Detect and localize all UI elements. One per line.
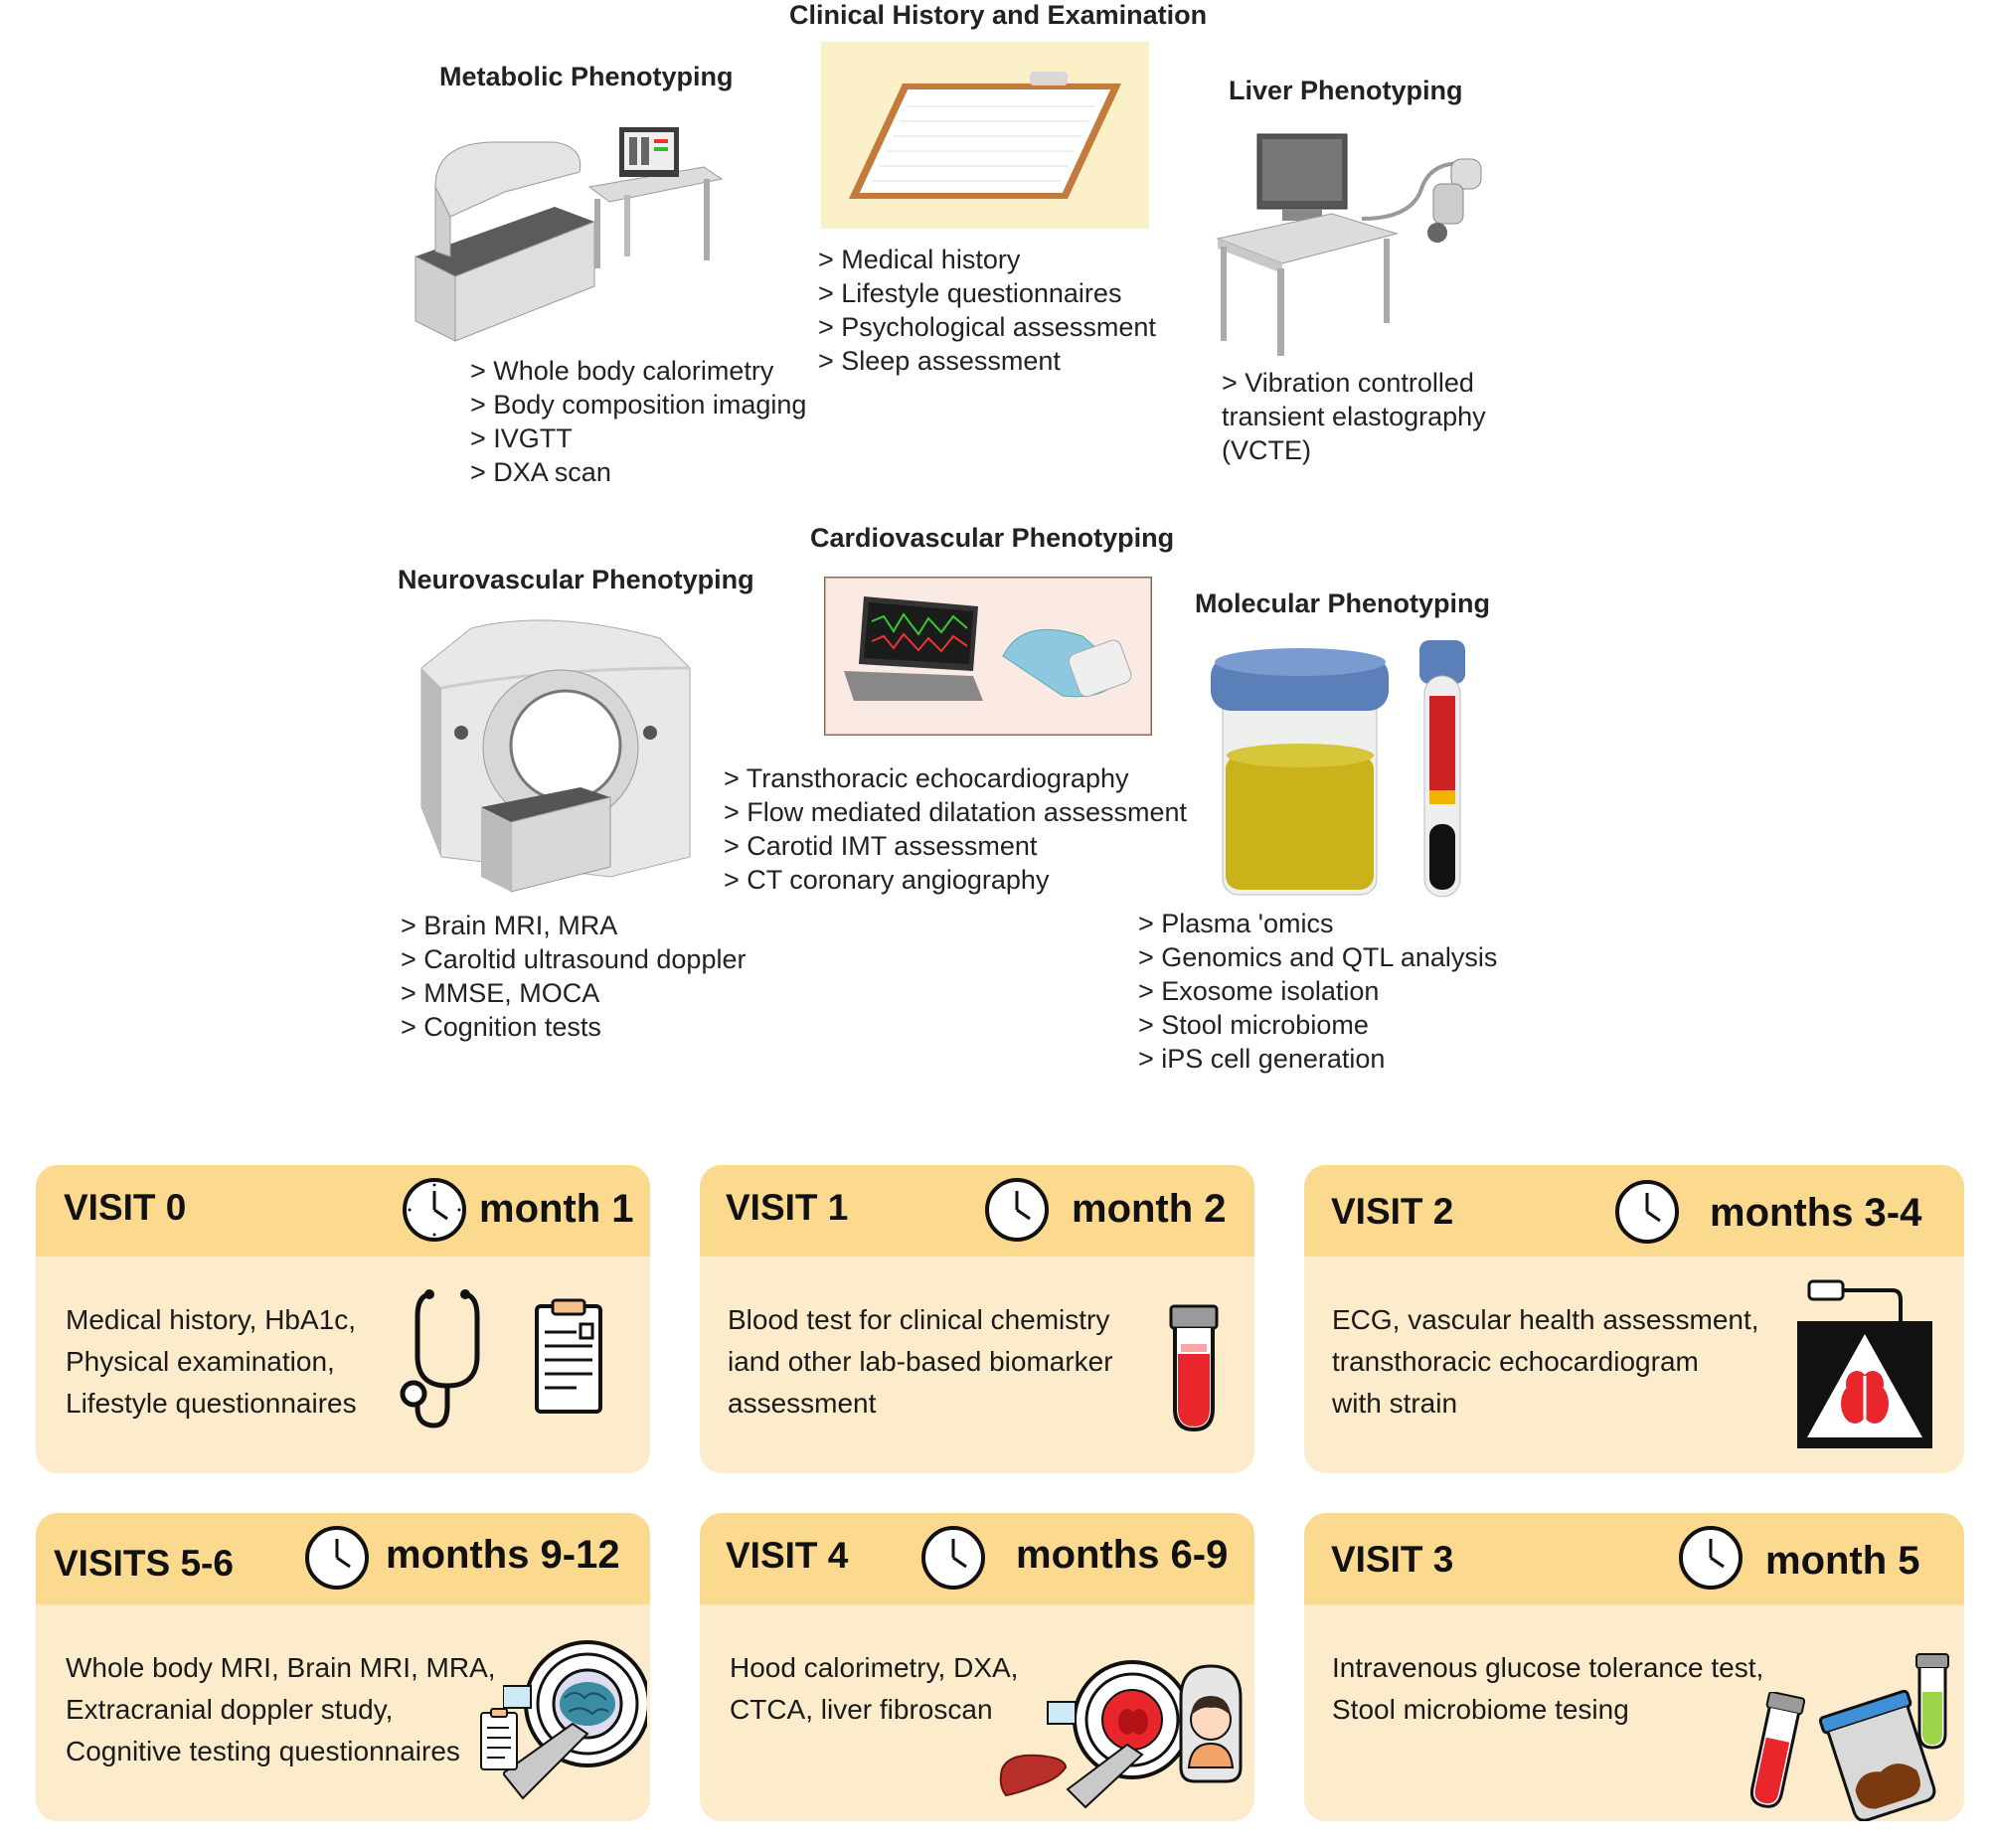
visit-header bbox=[700, 1165, 1254, 1257]
visit-time: month 5 bbox=[1765, 1539, 1920, 1583]
molecular-list: > Plasma 'omics > Genomics and QTL analy… bbox=[1138, 909, 1498, 1074]
liver-list: > Vibration controlled transient elastog… bbox=[1222, 368, 1486, 465]
mri-brain-icon bbox=[501, 1634, 650, 1813]
visit-time: months 6-9 bbox=[1016, 1533, 1229, 1577]
visit-label: VISIT 1 bbox=[726, 1187, 849, 1228]
visit-0-card: VISIT 0 month 1 Medical history, HbA1c, … bbox=[36, 1165, 650, 1473]
blood-tube-icon bbox=[1746, 1691, 1806, 1816]
liver-icon bbox=[998, 1750, 1070, 1806]
clock-icon bbox=[402, 1177, 467, 1248]
stool-jar-icon bbox=[1813, 1672, 1942, 1821]
visit-label: VISIT 3 bbox=[1331, 1539, 1454, 1580]
visit-description: Medical history, HbA1c, Physical examina… bbox=[66, 1304, 357, 1419]
visit-description: Whole body MRI, Brain MRI, MRA, Extracra… bbox=[66, 1652, 496, 1766]
metabolic-title: Metabolic Phenotyping bbox=[439, 62, 734, 91]
clinical-history-list: > Medical history > Lifestyle questionna… bbox=[818, 245, 1156, 376]
echocardiography-illustration bbox=[822, 575, 1154, 741]
clock-icon bbox=[1678, 1525, 1744, 1596]
cardiovascular-title: Cardiovascular Phenotyping bbox=[810, 523, 1175, 553]
clock-icon bbox=[920, 1525, 986, 1596]
visit-description: Intravenous glucose tolerance test, Stoo… bbox=[1332, 1652, 1764, 1725]
clipboard-icon bbox=[479, 1708, 519, 1776]
person-hood-icon bbox=[1171, 1658, 1250, 1792]
mri-scanner-illustration bbox=[412, 608, 700, 912]
visit-time: months 9-12 bbox=[386, 1533, 620, 1577]
visit-1-card: VISIT 1 month 2 Blood test for clinical … bbox=[700, 1165, 1254, 1473]
molecular-title: Molecular Phenotyping bbox=[1195, 588, 1491, 618]
echocardiogram-icon bbox=[1797, 1276, 1936, 1455]
visit-2-card: VISIT 2 months 3-4 ECG, vascular health … bbox=[1304, 1165, 1964, 1473]
visit-time: month 2 bbox=[1072, 1187, 1227, 1231]
visit-label: VISIT 2 bbox=[1331, 1191, 1454, 1232]
visit-label: VISITS 5-6 bbox=[54, 1543, 234, 1584]
liver-title: Liver Phenotyping bbox=[1229, 76, 1463, 105]
visit-time: months 3-4 bbox=[1710, 1191, 1922, 1235]
clock-icon bbox=[304, 1525, 370, 1596]
cardiovascular-list: > Transthoracic echocardiography > Flow … bbox=[724, 763, 1187, 895]
visit-description: Hood calorimetry, DXA, CTCA, liver fibro… bbox=[730, 1652, 1019, 1725]
ct-scanner-icon bbox=[1038, 1650, 1192, 1814]
visit-description: Blood test for clinical chemistry iand o… bbox=[728, 1304, 1113, 1419]
visit-header bbox=[1304, 1513, 1964, 1604]
green-tube-icon bbox=[1912, 1652, 1952, 1757]
fibroscan-illustration bbox=[1213, 129, 1511, 363]
metabolic-list: > Whole body calorimetry > Body composit… bbox=[470, 356, 807, 487]
neurovascular-title: Neurovascular Phenotyping bbox=[398, 565, 754, 594]
neurovascular-list: > Brain MRI, MRA > Caroltid ultrasound d… bbox=[401, 911, 747, 1042]
visit-time: month 1 bbox=[479, 1187, 634, 1231]
clinical-history-title: Clinical History and Examination bbox=[789, 0, 1208, 30]
blood-tube-icon bbox=[1169, 1304, 1219, 1438]
visit-4-card: VISIT 4 months 6-9 Hood calorimetry, DXA… bbox=[700, 1513, 1254, 1821]
sample-jar-and-tube-illustration bbox=[1201, 636, 1479, 910]
clipboard-icon bbox=[533, 1298, 604, 1421]
clock-icon bbox=[1614, 1179, 1680, 1250]
visit-label: VISIT 4 bbox=[726, 1535, 849, 1576]
visit-header bbox=[36, 1165, 650, 1257]
calorimetry-illustration bbox=[406, 127, 724, 351]
stethoscope-icon bbox=[400, 1286, 504, 1440]
visit-label: VISIT 0 bbox=[64, 1187, 187, 1228]
clipboard-illustration bbox=[821, 42, 1149, 234]
visit-3-card: VISIT 3 month 5 Intravenous glucose tole… bbox=[1304, 1513, 1964, 1821]
visits-5-6-card: VISITS 5-6 months 9-12 Whole body MRI, B… bbox=[36, 1513, 650, 1821]
visit-description: ECG, vascular health assessment, transth… bbox=[1332, 1304, 1759, 1419]
clock-icon bbox=[984, 1177, 1050, 1248]
